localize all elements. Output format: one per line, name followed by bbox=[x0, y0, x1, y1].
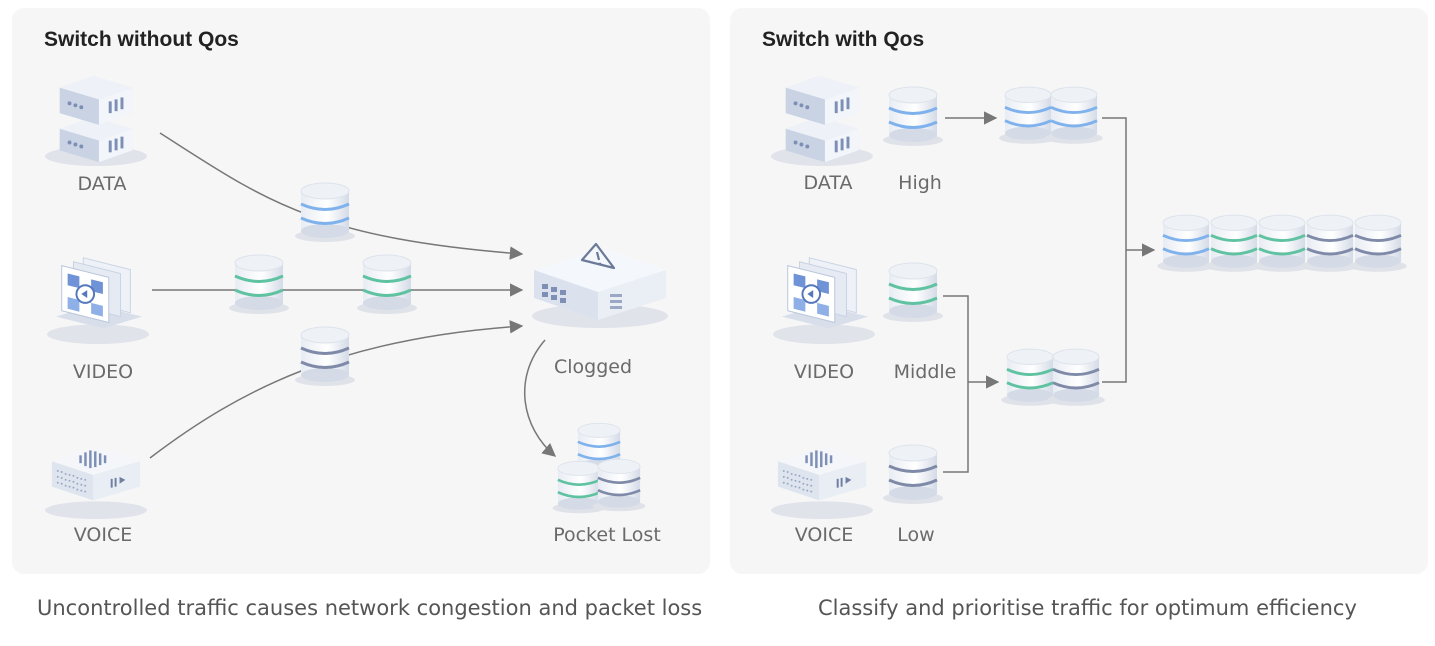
panel-title-right: Switch with Qos bbox=[762, 28, 925, 51]
source-label-voice: VOICE bbox=[795, 524, 854, 546]
warning-switch-icon bbox=[530, 242, 670, 330]
voice-icon bbox=[45, 447, 147, 520]
flow-data bbox=[159, 132, 524, 260]
server-icon bbox=[771, 75, 873, 167]
source-label-voice: VOICE bbox=[74, 524, 133, 546]
queue-low-icon bbox=[881, 443, 945, 506]
loss-label: Pocket Lost bbox=[553, 524, 661, 546]
high-stack-icon bbox=[997, 85, 1059, 146]
mixed-stack-icon bbox=[999, 347, 1061, 408]
flow-middle bbox=[943, 295, 969, 473]
switch-label: Clogged bbox=[554, 356, 632, 378]
video-icon bbox=[772, 256, 876, 346]
high-stack-icon bbox=[1043, 85, 1105, 146]
lost-packet-icon bbox=[591, 458, 647, 513]
flow-output bbox=[1102, 117, 1127, 383]
diagram-left: DATA VIDEO VOICE Clogged Pocket Lost bbox=[45, 75, 670, 546]
panel-switch-with-qos: Switch with Qos DATA VIDEO VOICE High Mi… bbox=[730, 8, 1428, 574]
output-queue-icon bbox=[1299, 213, 1361, 274]
panel-title-left: Switch without Qos bbox=[44, 28, 239, 51]
source-label-video: VIDEO bbox=[794, 361, 854, 383]
voice-icon bbox=[771, 447, 873, 520]
source-label-data: DATA bbox=[804, 172, 853, 194]
queue-high-icon bbox=[881, 85, 945, 148]
flow-loss bbox=[524, 339, 557, 457]
output-queue-icon bbox=[1251, 213, 1313, 274]
output-queue-icon bbox=[1203, 213, 1265, 274]
caption-left: Uncontrolled traffic causes network cong… bbox=[37, 596, 703, 620]
source-label-data: DATA bbox=[78, 173, 127, 195]
priority-label-middle: Middle bbox=[894, 361, 957, 383]
queue-middle-icon bbox=[881, 261, 945, 324]
panel-switch-without-qos: Switch without Qos DATA VIDEO VOICE Clog… bbox=[12, 8, 710, 574]
source-label-video: VIDEO bbox=[73, 361, 133, 383]
priority-label-high: High bbox=[898, 172, 942, 194]
packet-video-icon bbox=[355, 253, 419, 316]
video-icon bbox=[46, 256, 150, 346]
packet-data-icon bbox=[293, 181, 357, 244]
caption-right: Classify and prioritise traffic for opti… bbox=[818, 596, 1357, 620]
server-icon bbox=[45, 75, 147, 167]
output-queue-icon bbox=[1155, 213, 1217, 274]
packet-video-icon bbox=[227, 253, 291, 316]
output-queue-icon bbox=[1347, 213, 1409, 274]
packet-voice-icon bbox=[293, 325, 357, 388]
diagram-right: DATA VIDEO VOICE High Middle Low bbox=[771, 75, 1409, 546]
mixed-stack-icon bbox=[1045, 347, 1107, 408]
priority-label-low: Low bbox=[897, 524, 934, 546]
